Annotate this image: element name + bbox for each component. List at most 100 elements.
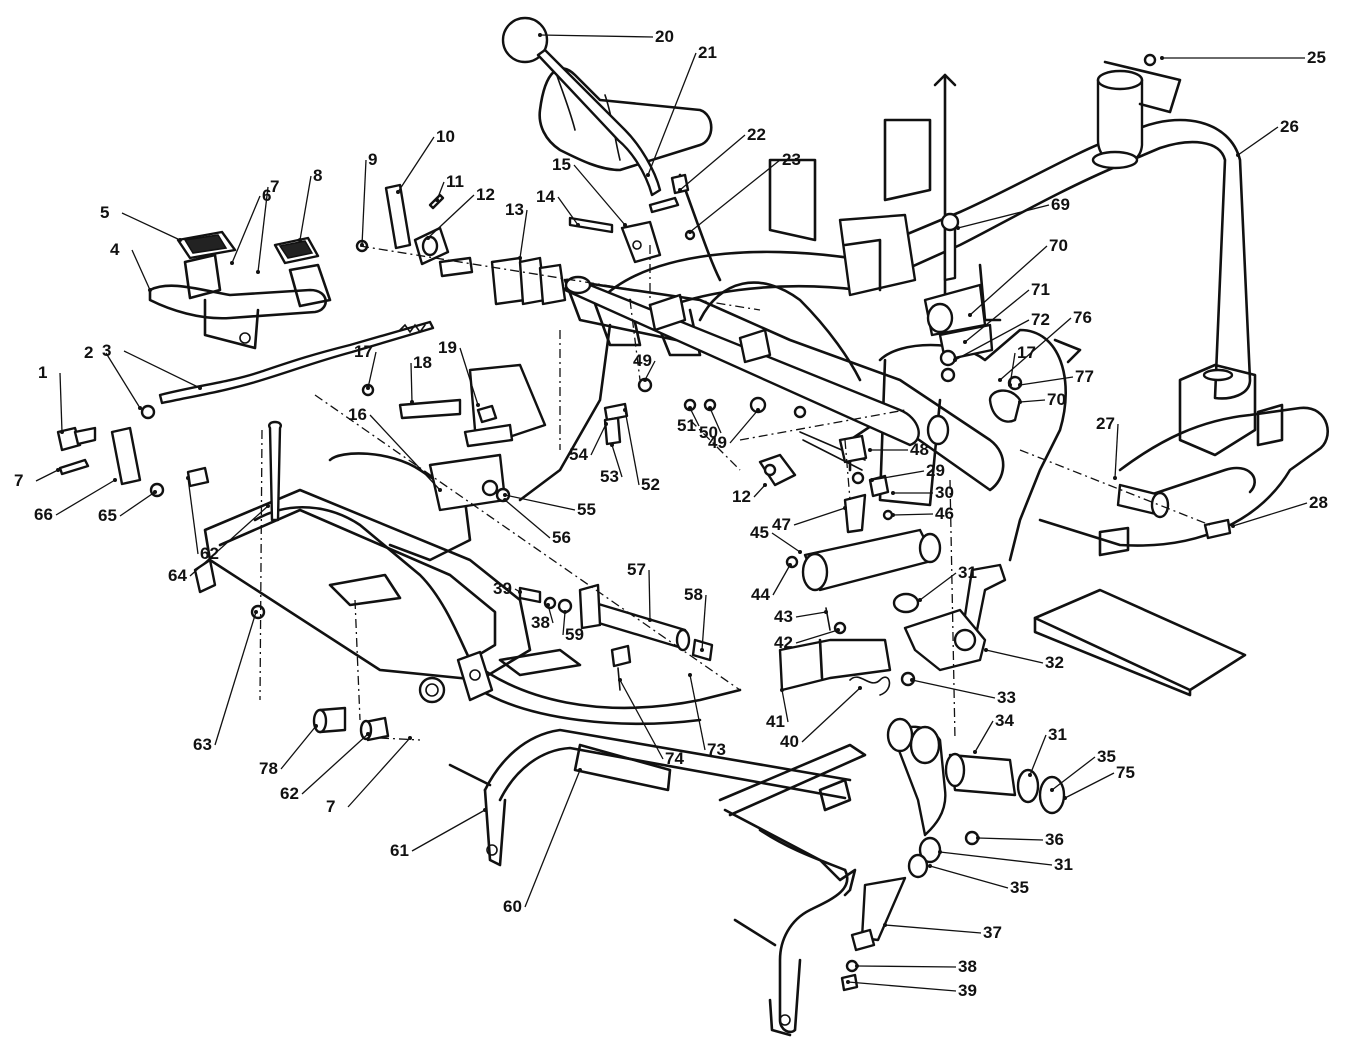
callout-57: 57 xyxy=(627,560,646,579)
callout-dot-56 xyxy=(503,498,507,502)
callout-leader-2 xyxy=(105,352,141,409)
callout-leader-63 xyxy=(214,611,257,746)
callout-leader-31 xyxy=(1029,734,1047,776)
pedal-assembly xyxy=(148,230,332,350)
callout-35: 35 xyxy=(1010,878,1029,897)
callout-leader-27 xyxy=(1114,423,1119,479)
callout-69: 69 xyxy=(1051,195,1070,214)
callout-25: 25 xyxy=(1307,48,1326,67)
callout-leader-73 xyxy=(689,674,706,751)
callout-dot-70 xyxy=(968,313,972,317)
callout-7: 7 xyxy=(14,471,23,490)
callout-dot-9 xyxy=(360,243,364,247)
callout-leader-3 xyxy=(123,350,201,389)
callout-leader-70 xyxy=(969,245,1048,316)
callout-70: 70 xyxy=(1047,390,1066,409)
callout-dot-11 xyxy=(435,198,439,202)
callout-70: 70 xyxy=(1049,236,1068,255)
callout-leader-33 xyxy=(911,679,996,699)
callout-dot-44 xyxy=(788,563,792,567)
callout-dot-43 xyxy=(824,610,828,614)
callout-dot-5 xyxy=(178,238,182,242)
callout-leader-12 xyxy=(427,194,475,239)
parts-artwork xyxy=(56,16,1329,1037)
callout-leader-53 xyxy=(611,444,623,478)
callout-dot-19 xyxy=(476,403,480,407)
callout-dot-45 xyxy=(798,550,802,554)
callout-leader-56 xyxy=(504,499,551,539)
callout-29: 29 xyxy=(926,461,945,480)
shift-lever xyxy=(501,16,696,264)
callout-leader-36 xyxy=(977,837,1044,841)
callout-dot-31 xyxy=(918,598,922,602)
callout-63: 63 xyxy=(193,735,212,754)
callout-52: 52 xyxy=(641,475,660,494)
callout-leader-10 xyxy=(397,136,435,193)
callout-dot-74 xyxy=(618,678,622,682)
callout-leader-70 xyxy=(1019,399,1046,403)
callout-leader-45 xyxy=(771,532,801,553)
callout-27: 27 xyxy=(1096,414,1115,433)
callout-9: 9 xyxy=(368,150,377,169)
callout-42: 42 xyxy=(774,633,793,652)
callout-31: 31 xyxy=(958,563,977,582)
callout-dot-37 xyxy=(883,923,887,927)
callout-dot-12 xyxy=(426,236,430,240)
callout-dot-64 xyxy=(266,504,270,508)
callout-dot-31 xyxy=(1028,773,1032,777)
callout-dot-10 xyxy=(396,190,400,194)
callout-59: 59 xyxy=(565,625,584,644)
callout-4: 4 xyxy=(110,240,120,259)
callout-dot-4 xyxy=(148,288,152,292)
callout-60: 60 xyxy=(503,897,522,916)
callout-dot-23 xyxy=(688,230,692,234)
callout-leader-35 xyxy=(1051,756,1096,791)
callout-dot-60 xyxy=(578,768,582,772)
callout-dot-7 xyxy=(56,468,60,472)
callout-21: 21 xyxy=(698,43,717,62)
callout-leader-34 xyxy=(974,720,994,753)
callout-58: 58 xyxy=(684,585,703,604)
callout-10: 10 xyxy=(436,127,455,146)
callout-leader-15 xyxy=(573,164,626,226)
callout-leader-75 xyxy=(1064,772,1115,799)
callout-leader-66 xyxy=(55,479,116,516)
callout-dot-28 xyxy=(1231,524,1235,528)
callout-40: 40 xyxy=(780,732,799,751)
callout-65: 65 xyxy=(98,506,117,525)
callout-dot-76 xyxy=(998,378,1002,382)
callout-dot-17 xyxy=(1008,383,1012,387)
callout-leader-61 xyxy=(411,809,486,852)
callout-6: 6 xyxy=(262,186,271,205)
callout-leader-38 xyxy=(547,604,554,624)
callout-dot-49 xyxy=(756,408,760,412)
callout-leader-5 xyxy=(121,212,181,241)
callout-61: 61 xyxy=(390,841,409,860)
callout-dot-25 xyxy=(1160,56,1164,60)
callout-15: 15 xyxy=(552,155,571,174)
callout-dot-38 xyxy=(855,964,859,968)
callout-leader-71 xyxy=(964,289,1030,343)
callout-77: 77 xyxy=(1075,367,1094,386)
lower-left-frame xyxy=(186,420,742,742)
callout-dot-7 xyxy=(408,736,412,740)
callout-leader-55 xyxy=(504,494,576,511)
callout-34: 34 xyxy=(995,711,1014,730)
callout-leader-20 xyxy=(539,34,654,38)
callout-43: 43 xyxy=(774,607,793,626)
callout-leader-57 xyxy=(648,569,651,621)
callout-leader-44 xyxy=(772,564,791,596)
callout-dot-46 xyxy=(891,513,895,517)
callout-dot-38 xyxy=(546,603,550,607)
callout-dot-31 xyxy=(938,850,942,854)
callout-62: 62 xyxy=(280,784,299,803)
callout-leader-9 xyxy=(361,159,367,246)
callout-dot-33 xyxy=(910,678,914,682)
callout-78: 78 xyxy=(259,759,278,778)
callout-dot-42 xyxy=(836,628,840,632)
callout-39: 39 xyxy=(958,981,977,1000)
callout-leader-69 xyxy=(957,204,1050,229)
callout-dot-30 xyxy=(891,491,895,495)
callout-38: 38 xyxy=(531,613,550,632)
